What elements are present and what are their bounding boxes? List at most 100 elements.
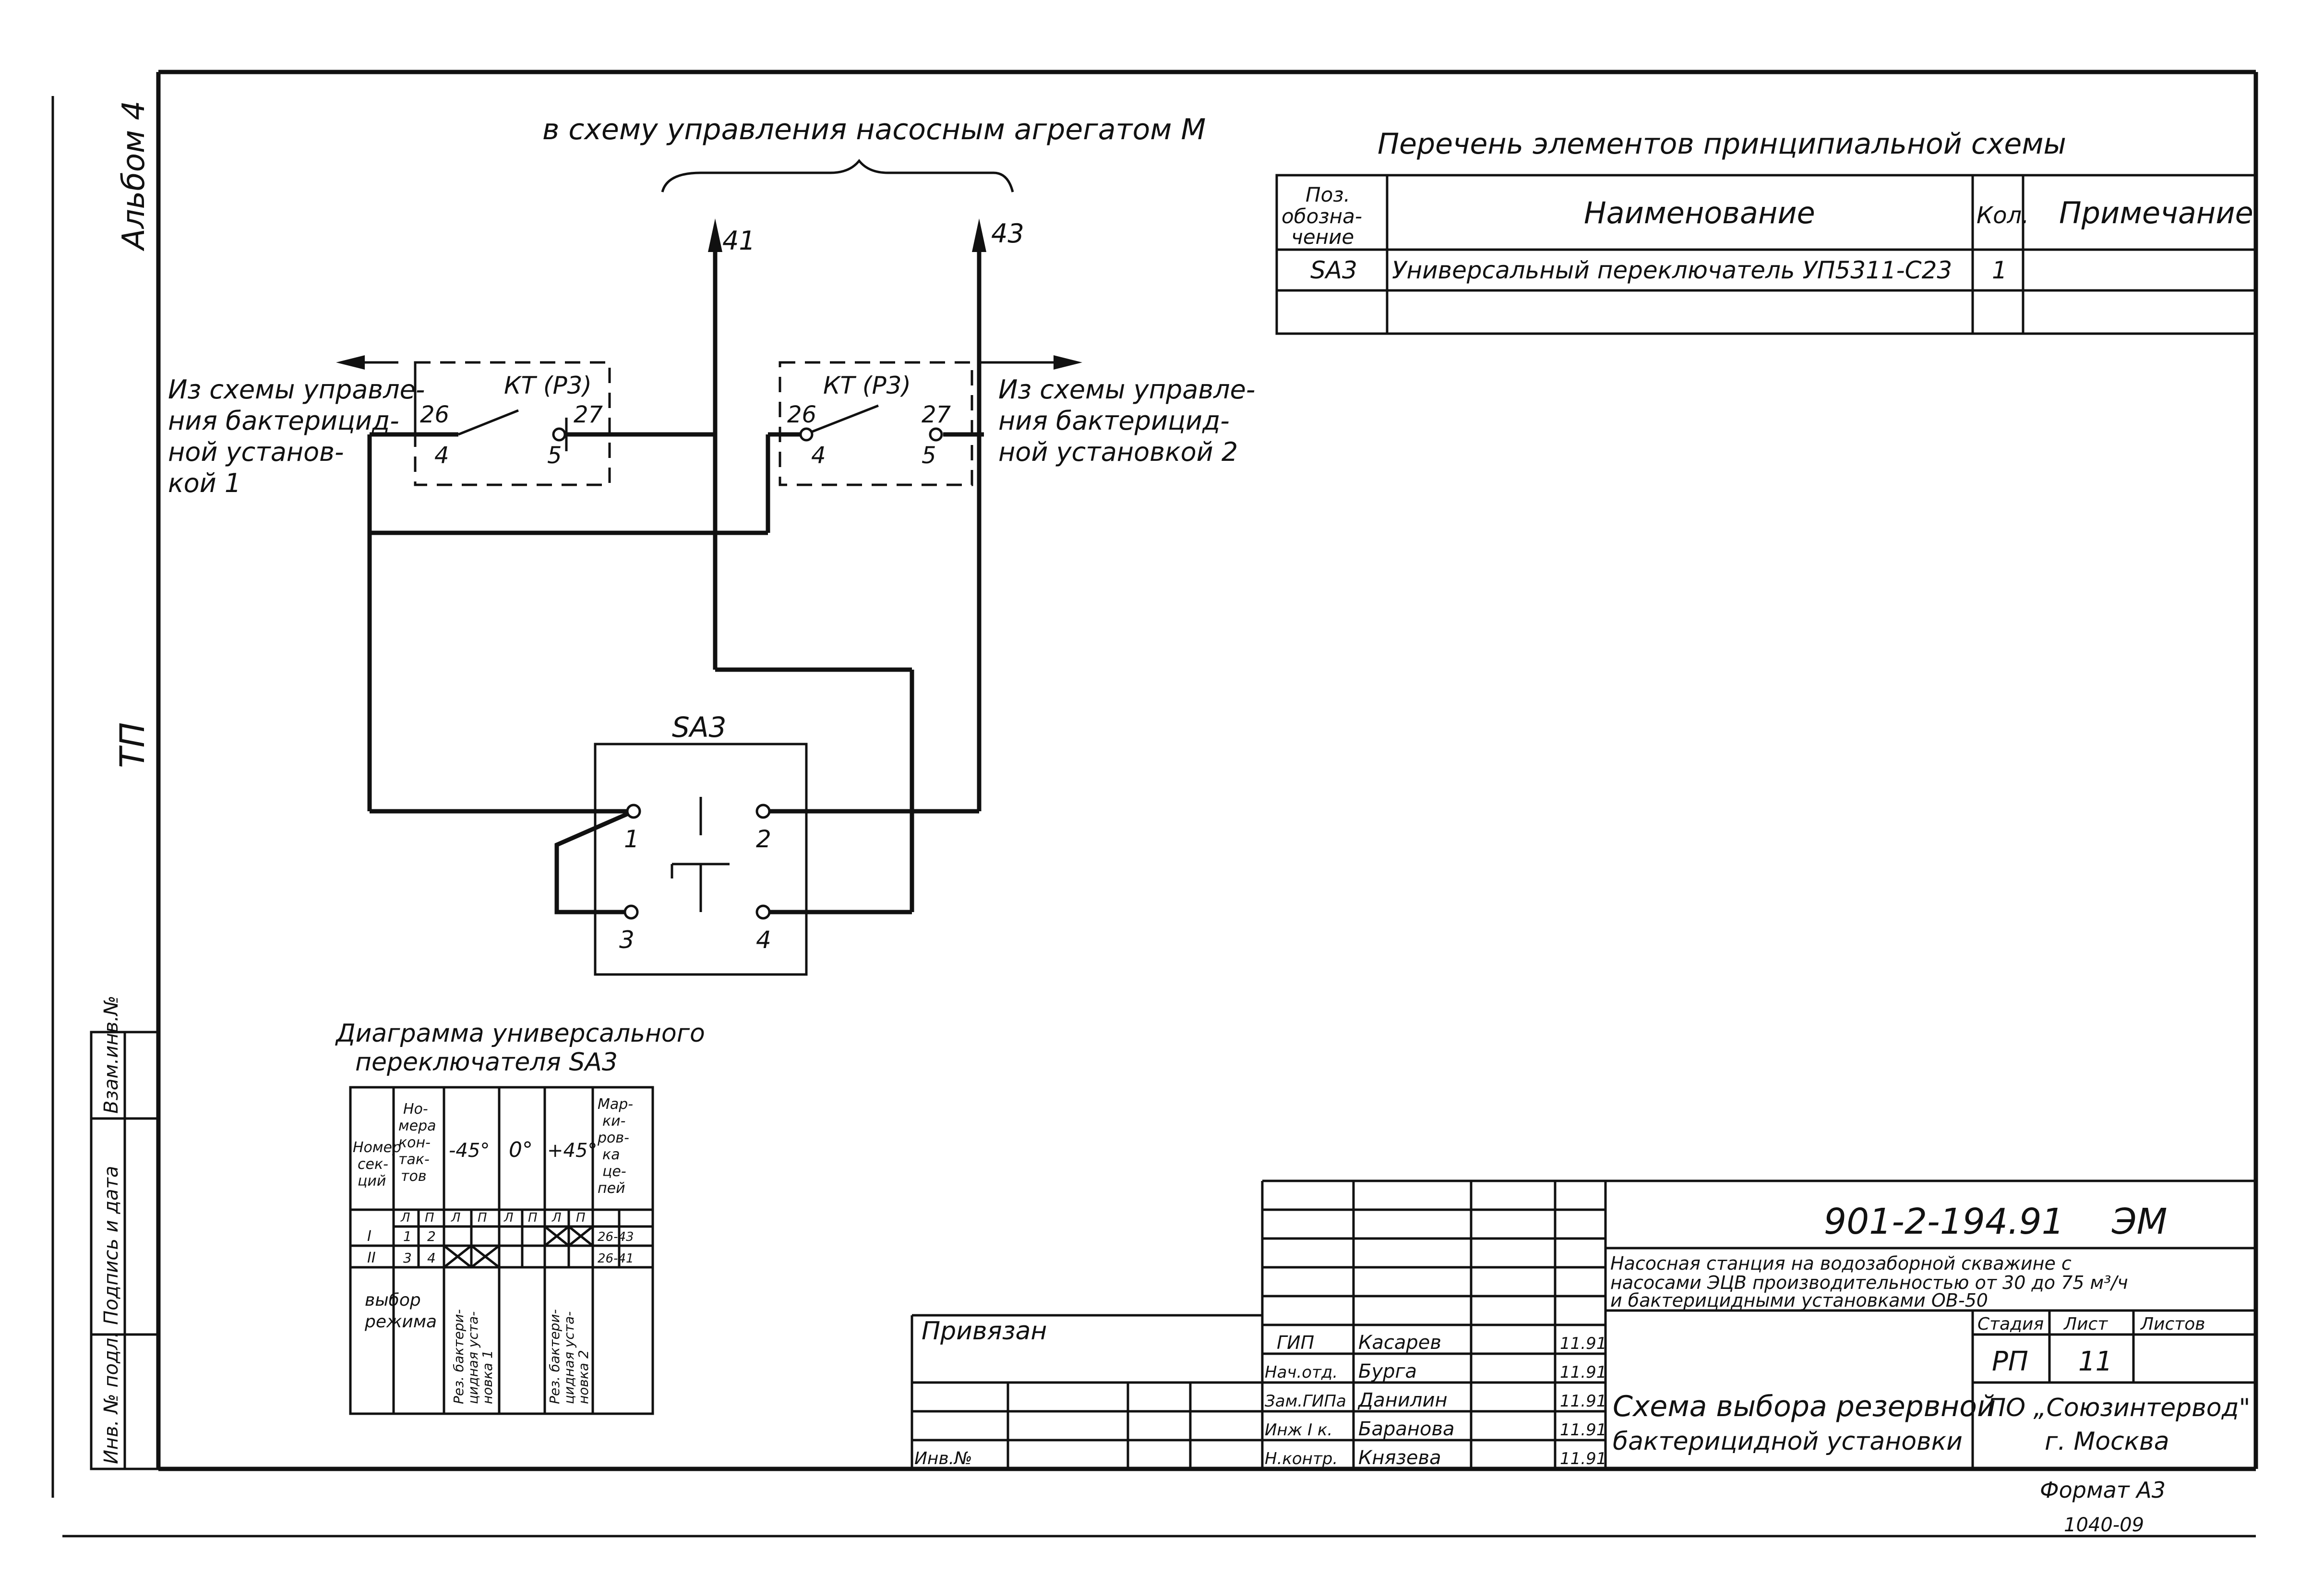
element-list-table: Перечень элементов принципиальной схемы …: [1275, 127, 2257, 335]
stamp-replace-inv: Взам.инв.№: [100, 996, 122, 1114]
svg-text:26-41: 26-41: [598, 1251, 634, 1266]
left-source-4: кой 1: [168, 468, 241, 498]
side-margin: Альбом 4 ТП Инв. № подл. Подпись и дата …: [90, 101, 160, 1470]
caption-text: в схему управления насосным агрегатом М: [542, 113, 1206, 146]
pos-plus45: +45°: [547, 1140, 597, 1162]
svg-text:Насосная станция на водозаборн: Насосная станция на водозаборной скважин…: [1610, 1253, 2072, 1274]
svg-text:ки-: ки-: [602, 1113, 625, 1130]
drawing-title-1: Схема выбора резервной: [1613, 1390, 1996, 1423]
svg-text:тов: тов: [401, 1168, 427, 1185]
relay-right-pin-4: 4: [811, 442, 826, 469]
svg-text:насосами ЭЦВ производительност: насосами ЭЦВ производительностью от 30 д…: [1610, 1272, 2128, 1293]
drawing-title-2: бактерицидной установки: [1613, 1427, 1963, 1456]
svg-text:Нач.отд.: Нач.отд.: [1265, 1363, 1338, 1382]
svg-text:Л: Л: [451, 1211, 461, 1225]
title-block: 901-2-194.91 ЭМ Насосная станция на водо…: [910, 1179, 2256, 1536]
svg-text:так-: так-: [398, 1151, 430, 1168]
sheet-head: Лист: [2063, 1314, 2108, 1334]
top-caption: в схему управления насосным агрегатом М: [542, 113, 1206, 192]
svg-text:Рез. бактери-: Рез. бактери-: [547, 1309, 563, 1404]
svg-text:цидная уста-: цидная уста-: [561, 1311, 577, 1404]
right-arrow-icon: [1054, 355, 1082, 370]
format-label: Формат А3: [2040, 1477, 2166, 1503]
svg-text:сек-: сек-: [358, 1156, 388, 1173]
svg-text:режима: режима: [364, 1312, 437, 1332]
tp-label: ТП: [113, 722, 152, 768]
svg-text:2: 2: [427, 1228, 436, 1244]
svg-text:ров-: ров-: [597, 1130, 629, 1146]
organization-2: г. Москва: [2045, 1427, 2169, 1456]
svg-text:Н.контр.: Н.контр.: [1265, 1449, 1338, 1468]
svg-text:3: 3: [619, 926, 635, 954]
svg-text:Баранова: Баранова: [1358, 1418, 1455, 1440]
right-source-3: ной установкой 2: [998, 437, 1238, 467]
diagram-title-2: переключателя SA3: [355, 1048, 618, 1077]
sheets-head: Листов: [2140, 1314, 2205, 1334]
arrow-43-icon: [972, 218, 986, 252]
svg-text:новка 1: новка 1: [479, 1350, 495, 1404]
inv-label: Инв.№: [914, 1449, 972, 1468]
relay-left: КТ (Р3) 26 27 4 5: [414, 361, 611, 486]
svg-text:пей: пей: [598, 1180, 625, 1197]
switch-sa3: SA3 1 2 3 4: [594, 711, 808, 976]
left-source-3: ной установ-: [168, 437, 344, 467]
relay-left-pin-5: 5: [547, 442, 562, 469]
svg-text:новка 2: новка 2: [575, 1350, 591, 1404]
stage-head: Стадия: [1977, 1314, 2044, 1334]
wiring: 41 43: [367, 218, 1024, 914]
relay-right-contact-26: 26: [787, 401, 816, 428]
row-name: Универсальный переключатель УП5311-С23: [1392, 256, 1952, 284]
svg-text:Данилин: Данилин: [1357, 1389, 1448, 1411]
svg-text:1: 1: [403, 1228, 412, 1244]
stamp-inv-no: Инв. № подл.: [100, 1332, 122, 1464]
terminal-4: [755, 904, 771, 920]
svg-text:Бурга: Бурга: [1358, 1360, 1417, 1383]
svg-text:II: II: [367, 1250, 376, 1266]
stage-value: РП: [1992, 1346, 2028, 1377]
right-source-2: ния бактерицид-: [998, 406, 1230, 436]
terminal-2: [755, 804, 771, 819]
svg-text:4: 4: [756, 926, 771, 954]
svg-text:11.91: 11.91: [1560, 1392, 1606, 1411]
svg-text:3: 3: [403, 1250, 412, 1266]
svg-text:I: I: [367, 1228, 371, 1245]
svg-text:мера: мера: [398, 1118, 436, 1134]
left-source-2: ния бактерицид-: [168, 406, 399, 436]
svg-text:П: П: [425, 1211, 434, 1225]
organization-1: ПО „Союзинтервод": [1987, 1394, 2250, 1422]
svg-text:Л: Л: [400, 1211, 410, 1225]
svg-text:обозна-: обозна-: [1282, 204, 1362, 228]
switch-diagram: Диаграмма универсального переключателя S…: [335, 1019, 705, 1415]
doc-code: 901-2-194.91: [1824, 1201, 2064, 1242]
header-qty: Кол.: [1977, 202, 2029, 229]
header-note: Примечание: [2059, 195, 2253, 230]
svg-text:11.91: 11.91: [1560, 1420, 1606, 1440]
svg-text:Поз.: Поз.: [1306, 183, 1350, 206]
relay-left-contact-26: 26: [420, 401, 449, 428]
arrow-41-icon: [708, 218, 722, 252]
svg-text:Князева: Князева: [1358, 1447, 1441, 1469]
svg-text:Мар-: Мар-: [598, 1096, 633, 1113]
svg-text:Л: Л: [503, 1211, 514, 1225]
terminal-3: [623, 904, 639, 920]
svg-text:Зам.ГИПа: Зам.ГИПа: [1265, 1392, 1346, 1411]
terminal-1: [626, 804, 641, 819]
relay-right-label: КТ (Р3): [823, 372, 911, 399]
svg-text:выбор: выбор: [365, 1290, 421, 1310]
svg-text:11.91: 11.91: [1560, 1449, 1606, 1468]
svg-text:ГИП: ГИП: [1277, 1332, 1314, 1353]
svg-text:11.91: 11.91: [1560, 1363, 1606, 1382]
right-source-1: Из схемы управле-: [998, 374, 1255, 405]
element-list-title: Перечень элементов принципиальной схемы: [1378, 127, 2066, 161]
stamp-sign-date: Подпись и дата: [100, 1166, 122, 1325]
svg-text:Л: Л: [551, 1211, 562, 1225]
switch-label: SA3: [672, 711, 726, 744]
svg-text:Номер: Номер: [353, 1139, 401, 1156]
svg-text:це-: це-: [602, 1163, 626, 1180]
left-arrow-icon: [336, 355, 365, 370]
svg-text:1: 1: [624, 825, 639, 853]
source-labels: Из схемы управле- ния бактерицид- ной ус…: [168, 355, 1255, 498]
svg-text:цидная уста-: цидная уста-: [465, 1311, 481, 1404]
svg-text:П: П: [478, 1211, 487, 1225]
relay-left-label: КТ (Р3): [504, 372, 592, 399]
